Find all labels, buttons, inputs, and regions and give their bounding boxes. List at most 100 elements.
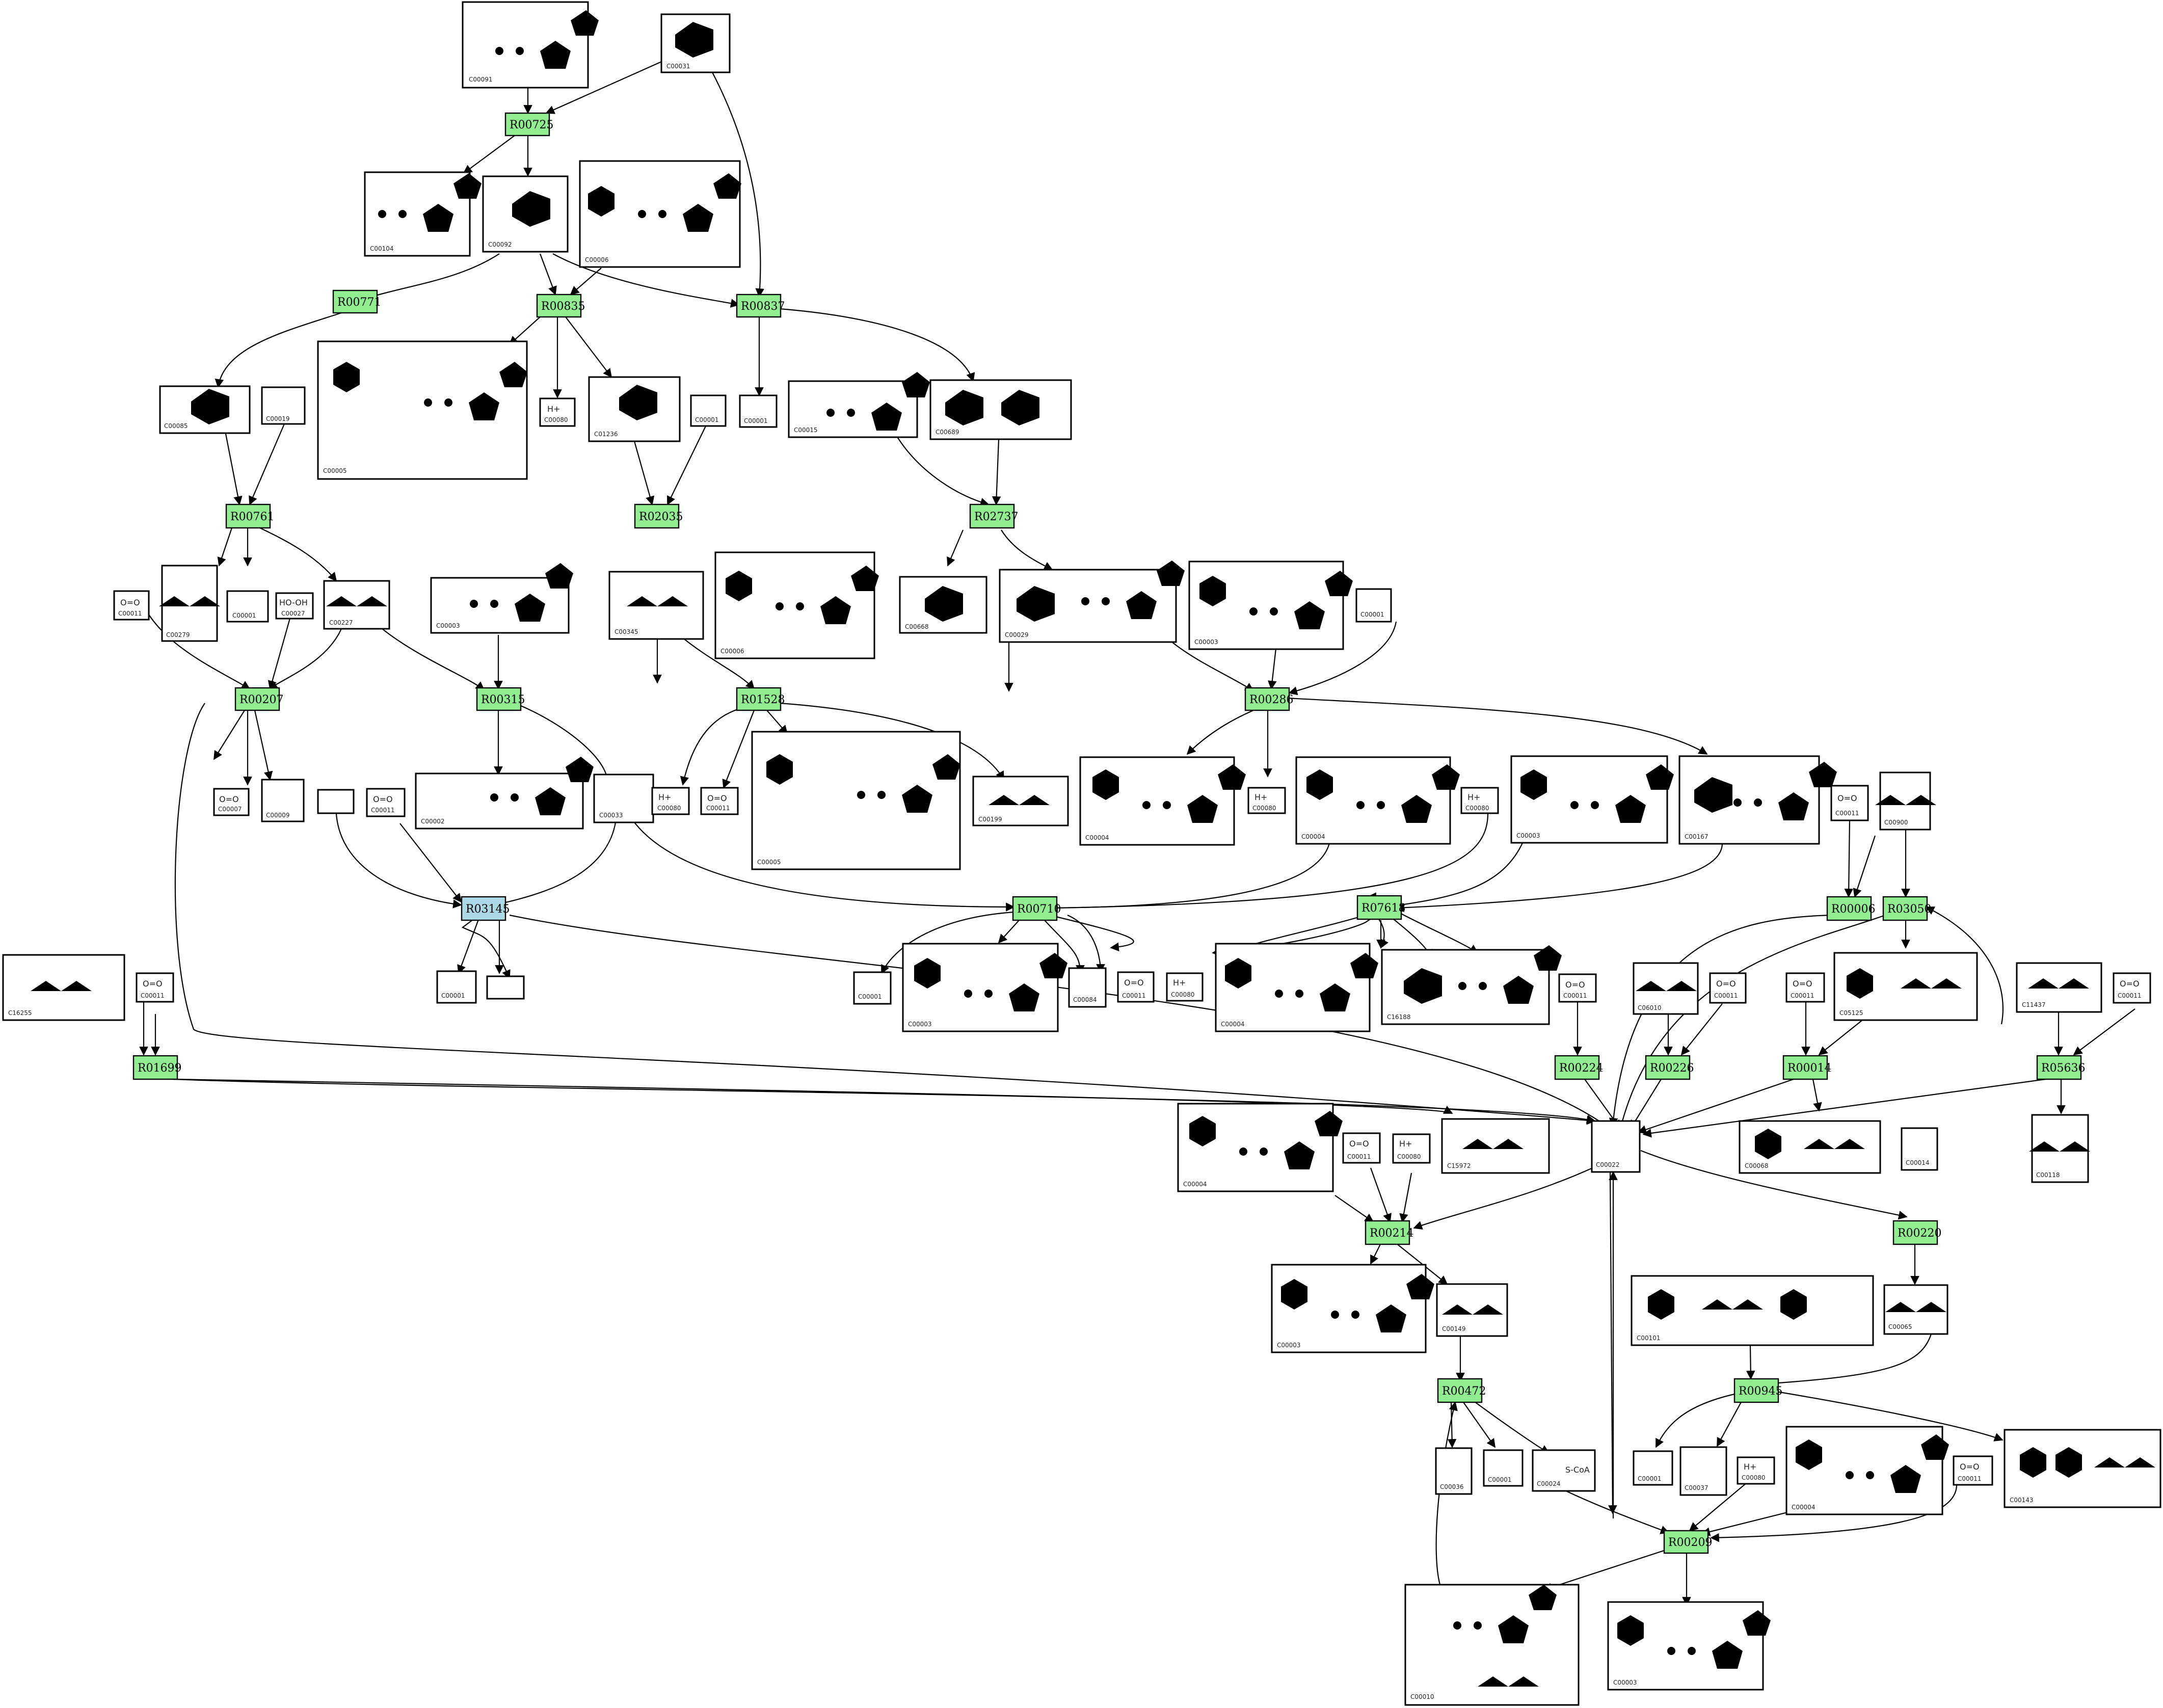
compound-c00011-l[interactable]: O=O C00011 — [1953, 1455, 1993, 1486]
compound-c00104[interactable]: C00104 — [364, 171, 482, 257]
compound-c00011-d[interactable]: O=O C00011 — [1830, 785, 1869, 821]
compound-c00001-b[interactable]: C00001 — [739, 394, 778, 428]
compound-c00080-f[interactable]: H+ C00080 — [1392, 1133, 1431, 1164]
compound-c00011-e[interactable]: O=O C00011 — [136, 972, 174, 1003]
reaction-r05636[interactable]: R05636 — [2036, 1055, 2086, 1080]
compound-c00199[interactable]: C00199 — [972, 776, 1069, 826]
compound-c00092[interactable]: C00092 — [482, 175, 569, 253]
compound-c00118[interactable]: C00118 — [2029, 1114, 2090, 1183]
compound-c00003-a[interactable]: C00003 — [430, 563, 573, 634]
compound-c00080-a[interactable]: H+ C00080 — [539, 397, 576, 427]
reaction-r03050[interactable]: R03050 — [1882, 896, 1932, 921]
compound-c00143[interactable]: C00143 — [2004, 1429, 2161, 1508]
compound-c15972[interactable]: C15972 — [1441, 1118, 1550, 1174]
compound-blank-b[interactable] — [486, 975, 525, 1000]
compound-c00004-e[interactable]: C00004 — [1785, 1426, 1949, 1515]
reaction-r03145[interactable]: R03145 — [461, 896, 510, 921]
compound-c00003-e[interactable]: C00003 — [1271, 1264, 1434, 1353]
reaction-r00014[interactable]: R00014 — [1782, 1055, 1832, 1080]
reaction-r00315[interactable]: R00315 — [476, 687, 525, 711]
compound-c00345[interactable]: C00345 — [608, 571, 704, 640]
compound-c00068[interactable]: C00068 — [1739, 1120, 1881, 1174]
compound-c00001-a[interactable]: C00001 — [690, 394, 727, 427]
reaction-r01699[interactable]: R01699 — [132, 1055, 182, 1080]
reaction-r00226[interactable]: R00226 — [1645, 1055, 1694, 1080]
compound-c00003-b[interactable]: C00003 — [1188, 561, 1353, 650]
compound-c00031[interactable]: C00031 — [660, 13, 731, 73]
compound-c00014[interactable]: C00014 — [1901, 1127, 1938, 1171]
compound-c16255[interactable]: C16255 — [2, 954, 125, 1021]
compound-c00011-k[interactable]: O=O C00011 — [1342, 1132, 1381, 1164]
compound-c00037[interactable]: C00037 — [1679, 1446, 1727, 1496]
compound-c00005-b[interactable]: C00005 — [751, 731, 961, 870]
reaction-r00214[interactable]: R00214 — [1365, 1220, 1414, 1245]
compound-c00004-d[interactable]: C00004 — [1177, 1103, 1343, 1192]
compound-c00029[interactable]: C00029 — [999, 561, 1185, 643]
compound-c00003-d[interactable]: C00003 — [902, 943, 1067, 1032]
reaction-r07618[interactable]: R07618 — [1356, 895, 1406, 920]
compound-c06010[interactable]: C06010 — [1633, 962, 1699, 1015]
reaction-r00286[interactable]: R00286 — [1244, 687, 1294, 711]
compound-c00011-a[interactable]: O=O C00011 — [113, 590, 150, 621]
compound-c00080-d[interactable]: H+ C00080 — [1460, 787, 1499, 814]
compound-c11437[interactable]: C11437 — [2016, 962, 2102, 1013]
compound-c00004-c[interactable]: C00004 — [1215, 943, 1378, 1032]
compound-blank-a[interactable] — [317, 789, 355, 814]
compound-c00036[interactable]: C00036 — [1435, 1447, 1473, 1495]
reaction-r00710[interactable]: R00710 — [1012, 896, 1061, 921]
compound-c00080-b[interactable]: H+ C00080 — [651, 787, 690, 815]
reaction-r00761[interactable]: R00761 — [225, 503, 275, 529]
compound-c00668[interactable]: C00668 — [899, 576, 987, 634]
reaction-r00472[interactable]: R00472 — [1437, 1378, 1486, 1403]
compound-c00080-e[interactable]: H+ C00080 — [1166, 972, 1204, 1002]
reaction-r00725[interactable]: R00725 — [504, 112, 554, 137]
compound-c00003-f[interactable]: C00003 — [1607, 1601, 1771, 1691]
compound-c00004-a[interactable]: C00004 — [1079, 756, 1246, 846]
reaction-r00224[interactable]: R00224 — [1554, 1055, 1604, 1080]
compound-c00019[interactable]: C00019 — [261, 386, 306, 425]
compound-c00009[interactable]: C00009 — [261, 779, 305, 822]
compound-c00011-i[interactable]: O=O C00011 — [1785, 972, 1825, 1003]
compound-c00001-e[interactable]: C00001 — [436, 970, 477, 1004]
reaction-r00837[interactable]: R00837 — [736, 293, 785, 318]
reaction-r00207[interactable]: R00207 — [234, 687, 284, 711]
compound-c00065[interactable]: C00065 — [1883, 1284, 1948, 1335]
compound-c00027[interactable]: HO-OH C00027 — [275, 592, 314, 620]
compound-c00024[interactable]: S-CoA C00024 — [1532, 1449, 1596, 1492]
reaction-r00209[interactable]: R00209 — [1663, 1530, 1713, 1554]
compound-c00033[interactable]: C00033 — [593, 773, 654, 823]
compound-c00001-g[interactable]: C00001 — [1483, 1449, 1524, 1487]
compound-c00900[interactable]: C00900 — [1875, 771, 1936, 831]
compound-c00011-c[interactable]: O=O C00011 — [700, 787, 739, 815]
compound-c00022[interactable]: C00022 — [1591, 1120, 1641, 1173]
compound-c00080-g[interactable]: H+ C00080 — [1737, 1456, 1775, 1485]
compound-c00149[interactable]: C00149 — [1436, 1283, 1508, 1337]
compound-c00001-d[interactable]: C00001 — [1355, 588, 1392, 623]
compound-c00001-f[interactable]: C00001 — [853, 971, 892, 1005]
compound-c00011-j[interactable]: O=O C00011 — [2113, 972, 2151, 1004]
reaction-r02035[interactable]: R02035 — [634, 503, 683, 529]
compound-c00006-a[interactable]: C00006 — [579, 160, 741, 268]
compound-c00015[interactable]: C00015 — [788, 372, 930, 438]
reaction-r00220[interactable]: R00220 — [1892, 1220, 1942, 1245]
compound-c16188[interactable]: C16188 — [1381, 945, 1562, 1025]
reaction-r00006[interactable]: R00006 — [1826, 896, 1876, 921]
compound-c00002[interactable]: C00002 — [415, 757, 594, 830]
compound-c00689[interactable]: C00689 — [929, 379, 1072, 440]
compound-c00006-b[interactable]: C00006 — [714, 551, 879, 659]
compound-c00227[interactable]: C00227 — [323, 580, 390, 630]
compound-c00003-c[interactable]: C00003 — [1510, 755, 1674, 844]
compound-c00167[interactable]: C00167 — [1678, 755, 1837, 845]
compound-c00005-a[interactable]: C00005 — [317, 340, 528, 480]
compound-c00101[interactable]: C00101 — [1631, 1275, 1874, 1346]
compound-c00011-f[interactable]: O=O C00011 — [1117, 971, 1155, 1003]
compound-c00001-c[interactable]: C00001 — [226, 590, 269, 623]
reaction-r00835[interactable]: R00835 — [536, 293, 585, 318]
reaction-r00945[interactable]: R00945 — [1733, 1378, 1783, 1403]
compound-c00010[interactable]: C00010 — [1404, 1584, 1580, 1706]
compound-c00011-h[interactable]: O=O C00011 — [1709, 972, 1747, 1004]
reaction-r02737[interactable]: R02737 — [969, 503, 1019, 529]
compound-c00007[interactable]: O=O C00007 — [213, 788, 250, 816]
compound-c00080-c[interactable]: H+ C00080 — [1247, 787, 1286, 814]
compound-c00279[interactable]: C00279 — [159, 565, 220, 642]
